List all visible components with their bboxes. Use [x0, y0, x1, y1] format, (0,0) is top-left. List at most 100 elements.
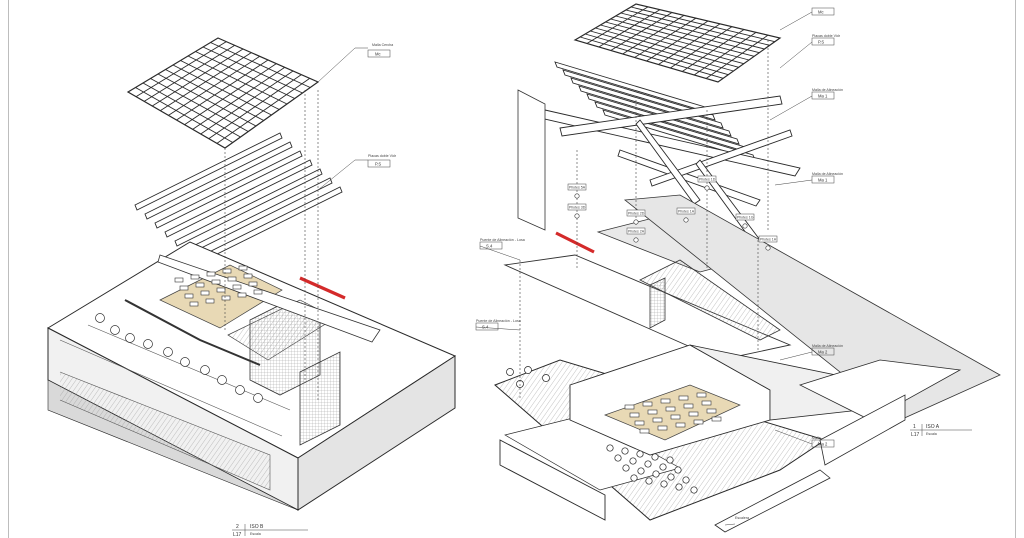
table-icon: [682, 476, 690, 484]
desk-icon: [665, 406, 676, 412]
view-title-iso-a: 1 L17 ISO A Escala: [910, 424, 972, 438]
desk-icon: [216, 287, 226, 293]
desk-icon: [688, 411, 699, 417]
tree-icon: [253, 393, 263, 403]
column-tag-label: Pilotes 1D: [699, 178, 716, 182]
table-icon: [629, 457, 637, 465]
svg-text:Malla Cercha: Malla Cercha: [372, 43, 393, 47]
desk-icon: [634, 420, 645, 426]
table-icon: [630, 474, 638, 482]
truss-a: [539, 95, 801, 245]
column-marker-icon: [683, 217, 689, 223]
left-annotations: Malla Cercha Mc Placas doble Vidr P.S: [317, 43, 397, 191]
desk-icon: [174, 277, 184, 283]
right-tag-name: Malla de Alineación: [812, 172, 843, 176]
svg-text:Escala: Escala: [926, 432, 937, 436]
column-tag: Pilotes 2D: [626, 209, 646, 225]
right-tag-name: Escalera: [735, 516, 749, 520]
right-tag-2: Malla de Alineación Ma 1: [769, 88, 843, 121]
desk-icon: [189, 301, 199, 307]
desk-icon: [711, 416, 722, 422]
column-tag-label: Pilotes 2A: [628, 230, 645, 234]
desk-icon: [670, 414, 681, 420]
roof-beam-b: [144, 141, 293, 220]
svg-text:L17: L17: [911, 432, 920, 438]
iso-b-view: [46, 37, 457, 511]
desk-icon: [221, 295, 231, 301]
roof-grid-b: [126, 37, 320, 149]
column-marker-icon: [633, 237, 639, 243]
roof-beam-a: [562, 69, 716, 121]
desk-icon: [222, 268, 232, 274]
interior-b: [124, 254, 381, 446]
roof-grid-a-line: [705, 34, 769, 79]
tree-icon: [235, 385, 245, 395]
desk-icon: [678, 395, 689, 401]
right-tag-name: Malla: [812, 436, 821, 440]
desk-icon: [179, 285, 189, 291]
view-title-iso-b: 2 L17 ISO B Escala: [232, 524, 308, 538]
table-icon: [614, 454, 622, 462]
desk-icon: [706, 408, 717, 414]
right-tag-box: [811, 7, 835, 16]
column-tag-label: Pilotes 1H: [760, 238, 777, 242]
roof-beam-b: [134, 132, 283, 211]
tree-icon: [125, 333, 135, 343]
right-tag-code: Ma 1: [818, 178, 828, 183]
column-marker-icon: [704, 185, 710, 191]
roof-grid-a: [573, 3, 782, 83]
column-tag-label: Pilotes 3D: [569, 206, 586, 210]
desk-icon: [652, 417, 663, 423]
table-icon: [644, 460, 652, 468]
column-marker-icon: [765, 245, 771, 251]
right-tag-name: Malla de Alineación: [812, 88, 843, 92]
roof-grid-a-line: [693, 31, 757, 76]
right-tag-name: Puente de Alineación - Losa: [476, 319, 521, 323]
table-icon: [674, 466, 682, 474]
desk-icon: [253, 289, 263, 295]
right-tag-name: Puente de Alineación - Losa: [480, 238, 525, 242]
desk-icon: [693, 419, 704, 425]
table-icon: [606, 444, 614, 452]
roof-grid-a-line: [630, 6, 775, 43]
svg-text:L17: L17: [233, 532, 242, 538]
column-tag: Pilotes 1A: [676, 207, 696, 223]
svg-text:Placas doble Vidr: Placas doble Vidr: [368, 154, 397, 158]
table-icon: [690, 486, 698, 494]
column-tag: Pilotes 3D: [567, 203, 587, 219]
right-tag-code: Mc: [818, 10, 824, 15]
desk-icon: [206, 271, 216, 277]
column-marker-icon: [574, 193, 580, 199]
roof-beam-b: [174, 168, 323, 247]
desk-icon: [227, 276, 237, 282]
table-icon: [506, 368, 514, 376]
right-tag-8: Escalera: [724, 516, 749, 526]
roof-beam-b: [154, 150, 303, 229]
svg-text:ISO A: ISO A: [926, 424, 940, 430]
desk-icon: [211, 279, 221, 285]
column-marker-icon: [742, 223, 748, 229]
table-icon: [637, 467, 645, 475]
desk-icon: [701, 400, 712, 406]
tree-icon: [110, 325, 120, 335]
table-icon: [524, 366, 532, 374]
column-tag-label: Pilotes 2D: [628, 212, 645, 216]
right-tag-box: [811, 439, 835, 448]
desk-icon: [660, 398, 671, 404]
desk-icon: [642, 401, 653, 407]
column-marker-icon: [574, 213, 580, 219]
column-tag: Pilotes 1D: [697, 175, 717, 191]
tree-icon: [143, 339, 153, 349]
right-tag-code: Ma 1: [818, 94, 828, 99]
right-tag-3: Malla de Alineación Ma 1: [774, 172, 843, 186]
red-beam-b: [299, 276, 346, 300]
svg-text:Mc: Mc: [375, 52, 381, 57]
tree-icon: [95, 313, 105, 323]
column-tag-label: Pilotes 1A: [678, 210, 695, 214]
right-tag-code: Ma 2: [818, 442, 828, 447]
table-icon: [666, 456, 674, 464]
desk-icon: [232, 284, 242, 290]
column-tag: Pilotes 1H: [758, 235, 778, 251]
